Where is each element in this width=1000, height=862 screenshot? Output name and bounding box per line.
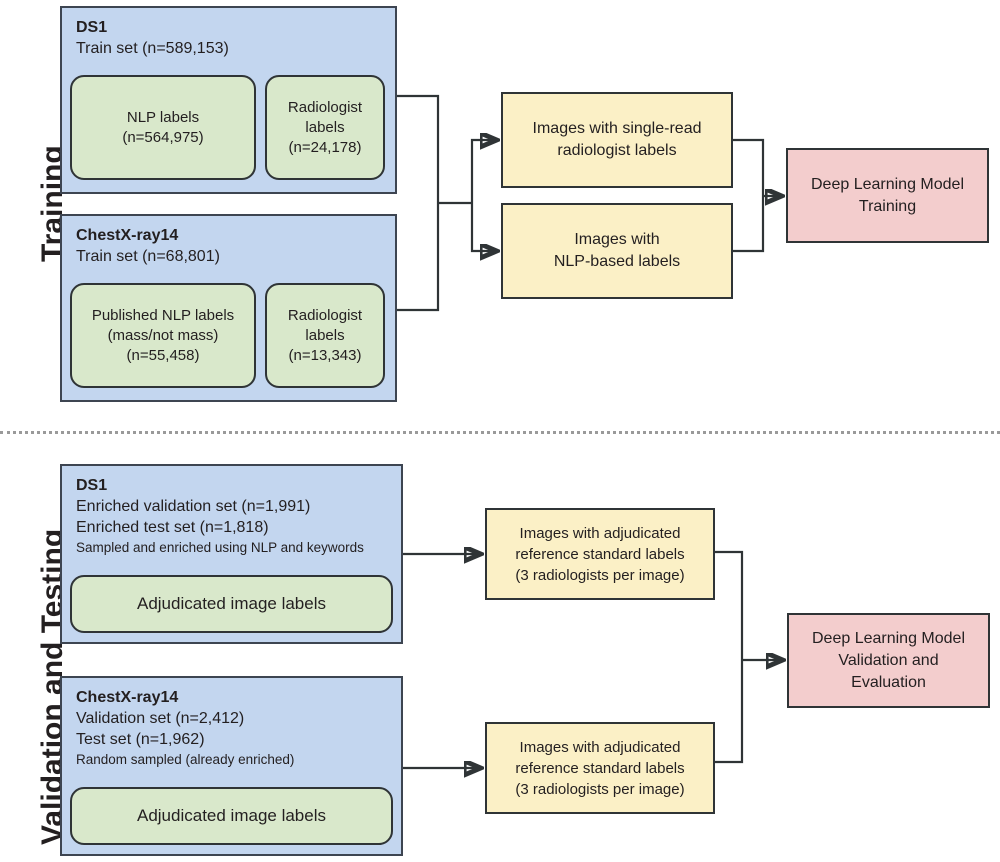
label-box-ds1-adjudicated-image-labels: Adjudicated image labels	[70, 575, 393, 633]
dataset-line-1: Enriched validation set (n=1,991)	[76, 498, 311, 515]
images-text-line-2: reference standard labels	[515, 545, 685, 563]
label-box-chestxray14-radiologist-labels: Radiologist labels (n=13,343)	[265, 283, 385, 388]
section-divider	[0, 431, 1000, 434]
label-text-line-2: (mass/not mass)	[107, 326, 219, 344]
images-text-line-2: radiologist labels	[557, 142, 677, 159]
dataset-note: Random sampled (already enriched)	[76, 752, 295, 767]
dataset-line-1: Validation set (n=2,412)	[76, 710, 245, 727]
label-text-line-1: Published NLP labels	[91, 306, 235, 324]
dataset-line-2: Enriched test set (n=1,818)	[76, 519, 269, 536]
model-text-line-3: Evaluation	[851, 673, 926, 691]
dataset-line: Train set (n=589,153)	[76, 40, 229, 57]
label-text-line-3: (n=13,343)	[288, 346, 362, 364]
label-text-line-2: labels	[305, 326, 345, 344]
images-box-single-read-radiologist-labels: Images with single-read radiologist labe…	[501, 92, 733, 188]
model-box-deep-learning-training: Deep Learning Model Training	[786, 148, 989, 243]
dataset-name: DS1	[76, 477, 108, 494]
dataset-line-2: Test set (n=1,962)	[76, 731, 205, 748]
dataset-name: ChestX-ray14	[76, 689, 179, 706]
images-text-line-2: reference standard labels	[515, 759, 685, 777]
images-text-line-2: NLP-based labels	[553, 253, 681, 270]
label-box-ds1-nlp-labels: NLP labels (n=564,975)	[70, 75, 256, 180]
label-text: Adjudicated image labels	[136, 806, 326, 825]
label-box-chestxray14-published-nlp-labels: Published NLP labels (mass/not mass) (n=…	[70, 283, 256, 388]
dataset-note: Sampled and enriched using NLP and keywo…	[76, 540, 364, 555]
images-text-line-3: (3 radiologists per image)	[515, 566, 685, 584]
images-text-line-1: Images with	[574, 231, 660, 248]
dataset-header-ds1-train: DS1 Train set (n=589,153)	[76, 18, 229, 59]
label-box-chestxray14-adjudicated-image-labels: Adjudicated image labels	[70, 787, 393, 845]
dataset-header-chestxray14-train: ChestX-ray14 Train set (n=68,801)	[76, 226, 220, 267]
images-box-adjudicated-reference-standard-bottom: Images with adjudicated reference standa…	[485, 722, 715, 814]
label-text-line-3: (n=55,458)	[126, 346, 200, 364]
model-text-line-2: Validation and	[838, 651, 939, 669]
label-text-line-2: labels	[305, 118, 345, 136]
connector-validation-images-to-model	[715, 550, 782, 764]
images-text-line-1: Images with adjudicated	[519, 524, 681, 542]
dataset-name: DS1	[76, 19, 108, 36]
dataset-header-ds1-validation: DS1 Enriched validation set (n=1,991) En…	[76, 476, 364, 557]
dataset-header-chestxray14-validation: ChestX-ray14 Validation set (n=2,412) Te…	[76, 688, 294, 769]
connector-training-datasets-to-images	[397, 94, 496, 312]
connector-training-images-to-model	[733, 138, 781, 253]
model-text-line-1: Deep Learning Model	[812, 629, 965, 647]
images-text-line-3: (3 radiologists per image)	[515, 780, 685, 798]
model-text-line-2: Training	[858, 197, 917, 215]
label-text-line-2: (n=564,975)	[122, 128, 204, 146]
images-box-adjudicated-reference-standard-top: Images with adjudicated reference standa…	[485, 508, 715, 600]
label-box-ds1-radiologist-labels: Radiologist labels (n=24,178)	[265, 75, 385, 180]
images-text-line-1: Images with single-read	[532, 120, 702, 137]
dataset-name: ChestX-ray14	[76, 227, 179, 244]
label-text-line-1: Radiologist	[287, 98, 363, 116]
model-text-line-1: Deep Learning Model	[811, 175, 964, 193]
label-text: Adjudicated image labels	[136, 594, 326, 613]
label-text-line-1: NLP labels	[126, 108, 200, 126]
images-box-nlp-based-labels: Images with NLP-based labels	[501, 203, 733, 299]
model-box-deep-learning-validation-evaluation: Deep Learning Model Validation and Evalu…	[787, 613, 990, 708]
images-text-line-1: Images with adjudicated	[519, 738, 681, 756]
dataset-line: Train set (n=68,801)	[76, 248, 220, 265]
label-text-line-3: (n=24,178)	[288, 138, 362, 156]
label-text-line-1: Radiologist	[287, 306, 363, 324]
